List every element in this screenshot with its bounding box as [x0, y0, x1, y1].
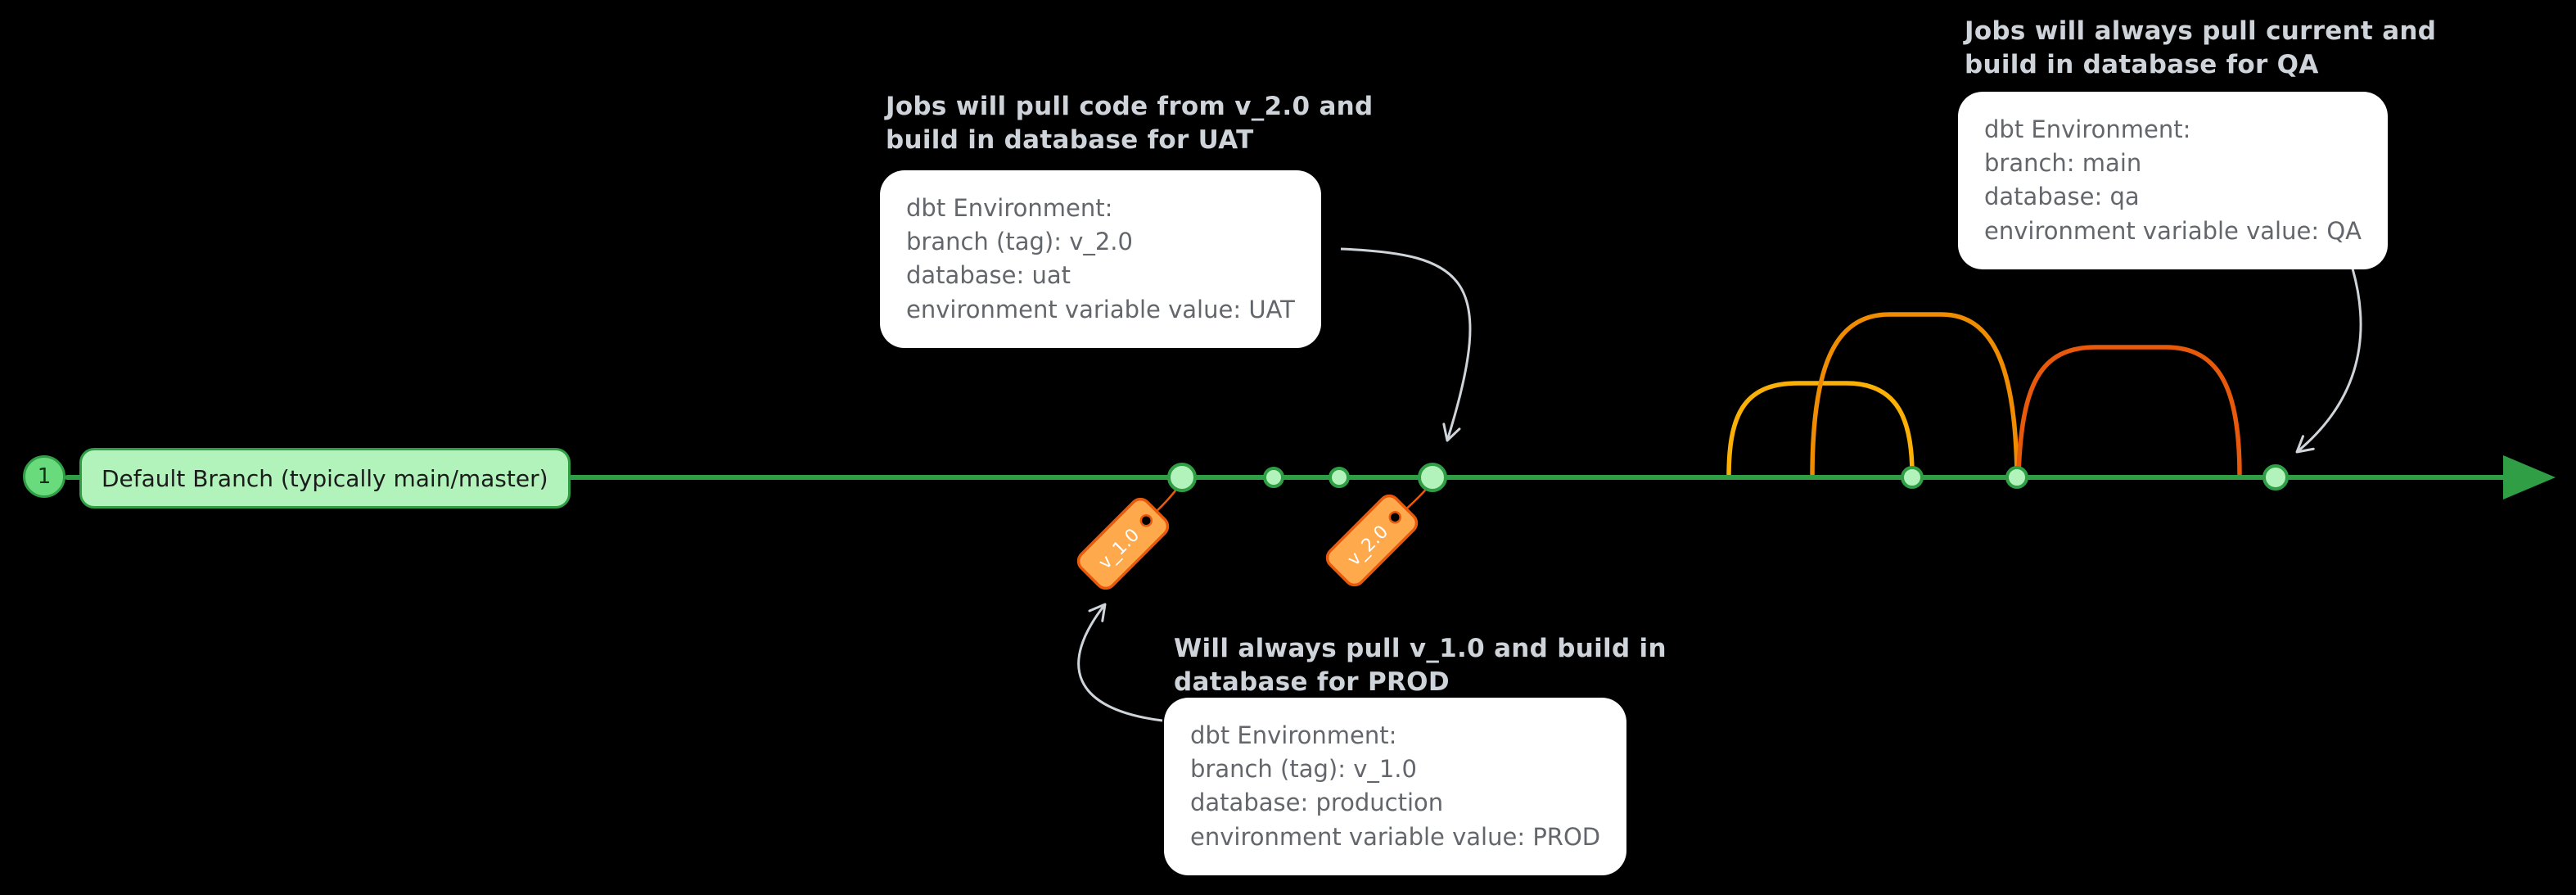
uat-env-line: dbt Environment: [906, 194, 1113, 222]
uat-env-line: database: uat [906, 261, 1071, 290]
feature-branch-arc-orange [1810, 312, 2019, 480]
uat-env-line: branch (tag): v_2.0 [906, 228, 1133, 256]
commit-node [2005, 466, 2028, 489]
commit-node [1167, 463, 1197, 492]
qa-env-line: environment variable value: QA [1984, 216, 2362, 245]
feature-branch-arc-yellow [1726, 381, 1915, 480]
step-1-marker: 1 [23, 455, 65, 498]
uat-callout-title: Jobs will pull code from v_2.0 and build… [886, 92, 1374, 155]
feature-branch-arc-red-orange [2016, 345, 2242, 477]
uat-environment-callout: dbt Environment: branch (tag): v_2.0 dat… [880, 170, 1321, 348]
commit-node [1263, 467, 1284, 488]
qa-env-line: branch: main [1984, 149, 2142, 178]
prod-env-line: dbt Environment: [1190, 721, 1397, 749]
prod-env-line: database: production [1190, 789, 1444, 817]
uat-env-line: environment variable value: UAT [906, 295, 1295, 323]
qa-callout-title: Jobs will always pull current and build … [1965, 16, 2437, 79]
qa-env-line: database: qa [1984, 183, 2140, 211]
uat-callout-arrow [1340, 247, 1472, 442]
commit-node [1901, 466, 1924, 489]
prod-callout-title: Will always pull v_1.0 and build in data… [1174, 634, 1667, 697]
main-branch-arrowhead [2503, 455, 2556, 499]
commit-node [1418, 463, 1447, 492]
commit-node [1329, 467, 1350, 488]
commit-node [2262, 464, 2289, 490]
prod-env-line: branch (tag): v_1.0 [1190, 755, 1417, 784]
prod-environment-callout: dbt Environment: branch (tag): v_1.0 dat… [1164, 698, 1627, 875]
step-1-label: 1 [37, 464, 52, 489]
version-tag-v2: v_2.0 [1325, 494, 1419, 587]
tag-hole [1388, 510, 1402, 524]
qa-env-line: dbt Environment: [1984, 115, 2191, 143]
tag-hole [1139, 513, 1153, 527]
qa-callout-arrow [2295, 268, 2362, 454]
qa-environment-callout: dbt Environment: branch: main database: … [1958, 92, 2388, 269]
prod-env-line: environment variable value: PROD [1190, 822, 1601, 851]
prod-callout-arrow [1077, 603, 1163, 722]
default-branch-label: Default Branch (typically main/master) [79, 448, 571, 509]
